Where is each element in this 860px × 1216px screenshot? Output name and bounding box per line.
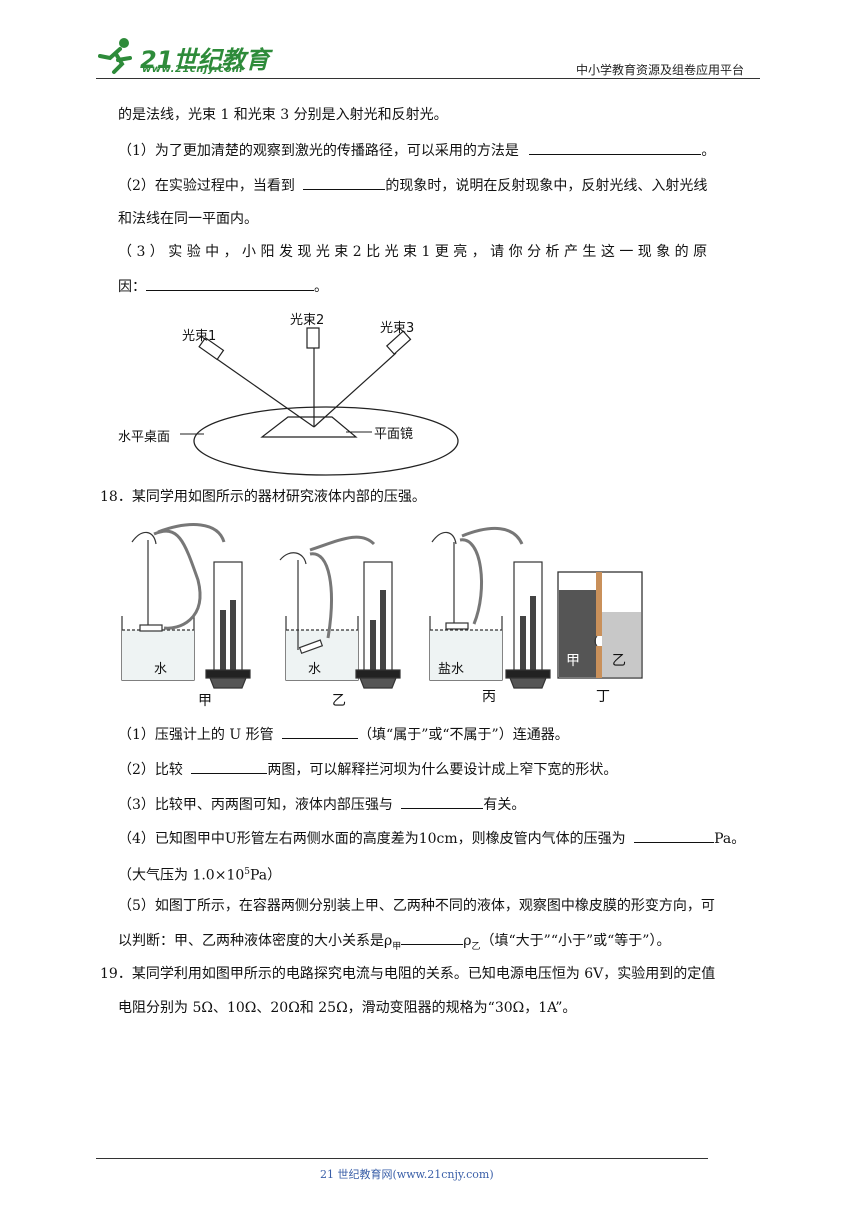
ding-right-liquid-label: 乙	[612, 653, 626, 669]
fig-label-jia: 甲	[198, 693, 212, 709]
fig-label-ding: 丁	[596, 689, 610, 705]
logo-url-text: www.21cnjy.com	[142, 64, 243, 75]
q18-part2: （2）比较 两图，可以解释拦河坝为什么要设计成上窄下宽的形状。	[118, 759, 617, 780]
answer-blank[interactable]	[401, 794, 484, 809]
q19-line1: 19．某同学利用如图甲所示的电路探究电流与电阻的关系。已知电源电压恒为 6V，实…	[100, 966, 716, 982]
answer-blank[interactable]	[303, 175, 386, 190]
q18-part5: （5）如图丁所示，在容器两侧分别装上甲、乙两种不同的液体，观察图中橡皮膜的形变方…	[118, 898, 715, 914]
q18-part4-note: （大气压为 1.0×105Pa）	[118, 867, 282, 884]
platform-name: 中小学教育资源及组卷应用平台	[576, 63, 745, 77]
setup-jia	[121, 523, 251, 689]
answer-blank[interactable]	[634, 828, 715, 843]
footer-link[interactable]: 21 世纪教育网(www.21cnjy.com)	[320, 1168, 494, 1181]
answer-blank[interactable]	[191, 759, 268, 774]
desk-label: 水平桌面	[118, 430, 171, 445]
beam3-label: 光束3	[380, 321, 415, 336]
q19-line2: 电阻分别为 5Ω、10Ω、20Ω和 25Ω，滑动变阻器的规格为“30Ω，1A”。	[118, 1000, 577, 1016]
mirror-label: 平面镜	[374, 427, 414, 442]
q18-part1: （1）压强计上的 U 形管 （填“属于”或“不属于”）连通器。	[118, 724, 569, 745]
header-rule	[96, 78, 760, 79]
q17-part2: （2）在实验过程中，当看到 的现象时，说明在反射现象中，反射光线、入射光线	[118, 175, 707, 196]
answer-blank[interactable]	[146, 276, 314, 291]
q18-part4: （4）已知图甲中U形管左右两侧水面的高度差为10cm，则橡皮管内气体的压强为 P…	[118, 828, 745, 849]
q17-part2-cont: 和法线在同一平面内。	[118, 211, 258, 227]
q18-stem: 18．某同学用如图所示的器材研究液体内部的压强。	[100, 489, 426, 505]
runner-logo-icon	[98, 38, 132, 74]
answer-blank[interactable]	[401, 930, 464, 945]
saltwater-label: 盐水	[438, 662, 465, 677]
q17-part1: （1）为了更加清楚的观察到激光的传播路径，可以采用的方法是 。	[118, 140, 715, 161]
light-reflection-figure: 光束1 光束2 光束3 水平桌面 平面镜	[118, 303, 466, 479]
beam1-label: 光束1	[182, 329, 217, 344]
setup-ding	[557, 571, 643, 679]
answer-blank[interactable]	[529, 140, 702, 155]
ding-left-liquid-label: 甲	[566, 653, 580, 669]
fig-label-bing: 丙	[482, 689, 496, 705]
q17-part3: （ 3 ） 实 验 中 ， 小 阳 发 现 光 束 2 比 光 束 1 更 亮 …	[118, 244, 708, 260]
q17-line0: 的是法线，光束 1 和光束 3 分别是入射光和反射光。	[118, 107, 448, 123]
q17-part3-cont: 因：。	[118, 276, 328, 297]
water-label-jia: 水	[154, 662, 168, 677]
q18-part3: （3）比较甲、丙两图可知，液体内部压强与 有关。	[118, 794, 525, 815]
fig-label-yi: 乙	[332, 693, 346, 709]
setup-bing	[429, 526, 551, 689]
setup-yi	[279, 535, 401, 689]
water-label-yi: 水	[308, 662, 322, 677]
pressure-apparatus-figure: 水 水 盐水 甲 乙 丙 丁 甲 乙	[118, 520, 648, 710]
answer-blank[interactable]	[282, 724, 359, 739]
beam2-label: 光束2	[290, 313, 325, 328]
footer-rule	[96, 1158, 708, 1159]
logo-main-text: 21世纪教育	[140, 46, 270, 74]
